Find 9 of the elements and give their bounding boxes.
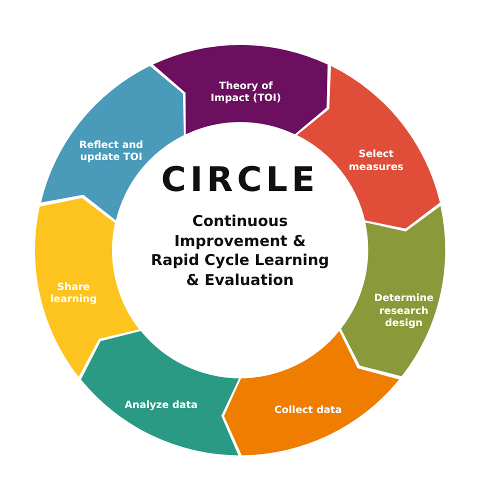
segment-label: Analyze data [124,400,199,413]
segment-label: Theory of Impact (TOI) [210,80,282,106]
segment-label: Collect data [273,405,343,418]
segment-label: Reflect and update TOI [78,140,144,165]
segment-label: Determine research design [373,293,434,331]
center-title: CIRCLE [160,160,320,200]
segment-label: Select measures [348,149,404,174]
segment-label: Share learning [49,282,98,307]
center-subtitle: Continuous Improvement & Rapid Cycle Learning & Evaluation [150,212,330,290]
